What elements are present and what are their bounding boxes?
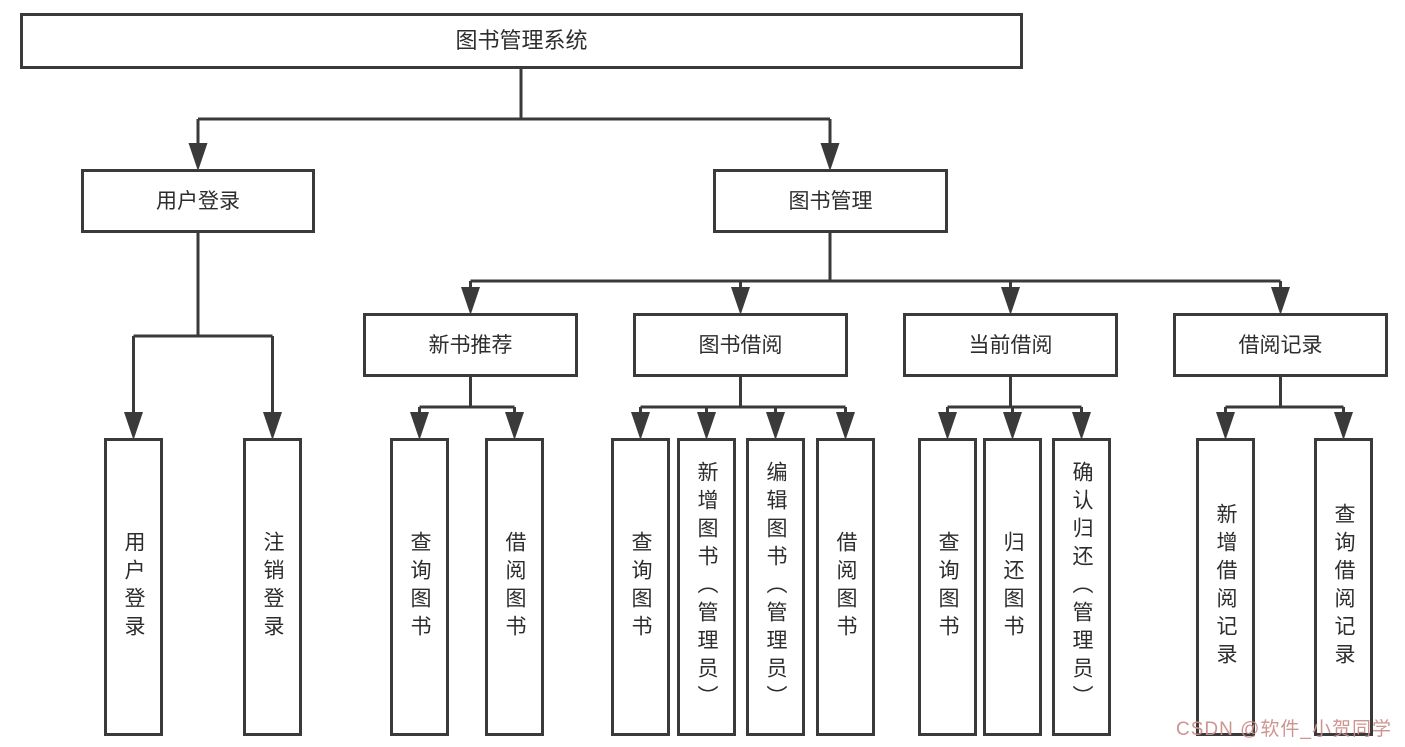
node-book-mgmt: 图书管理 <box>713 169 948 233</box>
node-leaf-bb-query-book: 查询图书 <box>611 438 670 736</box>
node-leaf-br-query-record-label: 查询借阅记录 <box>1332 503 1355 671</box>
connector-current-borrow-children <box>938 377 1091 440</box>
node-leaf-cb-confirm-return: 确认归还（管理员） <box>1052 438 1111 736</box>
node-leaf-cb-query-book-label: 查询图书 <box>936 531 959 643</box>
node-root: 图书管理系统 <box>20 13 1023 69</box>
node-leaf-user-login: 用户登录 <box>104 438 163 736</box>
node-leaf-rec-borrow-book: 借阅图书 <box>485 438 544 736</box>
node-leaf-user-login-label: 用户登录 <box>122 531 145 643</box>
node-leaf-cb-query-book: 查询图书 <box>918 438 977 736</box>
connector-book-borrow-children <box>631 377 855 440</box>
node-leaf-cb-return-book: 归还图书 <box>983 438 1042 736</box>
node-book-borrow: 图书借阅 <box>633 313 848 377</box>
node-leaf-bb-borrow-book-label: 借阅图书 <box>834 531 857 643</box>
node-leaf-bb-add-book: 新增图书（管理员） <box>677 438 736 736</box>
node-leaf-rec-query-book-label: 查询图书 <box>408 531 431 643</box>
node-leaf-cb-return-book-label: 归还图书 <box>1001 531 1024 643</box>
node-user-login: 用户登录 <box>81 169 315 233</box>
connector-new-book-rec-children <box>410 377 524 440</box>
connector-book-mgmt-children <box>461 233 1290 315</box>
node-borrow-record-label: 借阅记录 <box>1238 333 1323 357</box>
connector-user-login-children <box>124 233 282 440</box>
node-leaf-br-add-record-label: 新增借阅记录 <box>1214 503 1237 671</box>
node-leaf-rec-query-book: 查询图书 <box>390 438 449 736</box>
node-leaf-bb-edit-book-label: 编辑图书（管理员） <box>764 461 787 713</box>
node-leaf-bb-add-book-label: 新增图书（管理员） <box>695 461 718 713</box>
node-book-mgmt-label: 图书管理 <box>788 189 873 213</box>
node-user-login-label: 用户登录 <box>156 189 240 213</box>
node-leaf-bb-borrow-book: 借阅图书 <box>816 438 875 736</box>
node-current-borrow: 当前借阅 <box>903 313 1118 377</box>
node-leaf-br-query-record: 查询借阅记录 <box>1314 438 1373 736</box>
node-leaf-cb-confirm-return-label: 确认归还（管理员） <box>1070 461 1093 713</box>
connector-borrow-record-children <box>1216 377 1353 440</box>
node-new-book-rec-label: 新书推荐 <box>428 333 513 357</box>
node-borrow-record: 借阅记录 <box>1173 313 1388 377</box>
node-leaf-bb-edit-book: 编辑图书（管理员） <box>746 438 805 736</box>
connector-root-to-level2 <box>188 69 840 171</box>
node-leaf-logout: 注销登录 <box>243 438 302 736</box>
node-new-book-rec: 新书推荐 <box>363 313 578 377</box>
node-root-label: 图书管理系统 <box>455 28 588 53</box>
node-book-borrow-label: 图书借阅 <box>698 333 783 357</box>
node-current-borrow-label: 当前借阅 <box>968 333 1053 357</box>
node-leaf-rec-borrow-book-label: 借阅图书 <box>503 531 526 643</box>
watermark: CSDN @软件_小贺同学 <box>1176 719 1392 740</box>
node-leaf-bb-query-book-label: 查询图书 <box>629 531 652 643</box>
node-leaf-br-add-record: 新增借阅记录 <box>1196 438 1255 736</box>
node-leaf-logout-label: 注销登录 <box>261 531 284 643</box>
